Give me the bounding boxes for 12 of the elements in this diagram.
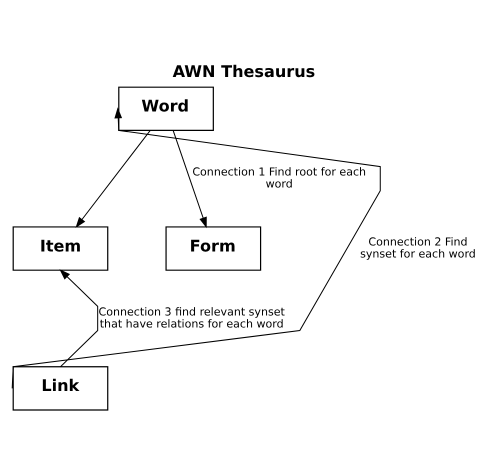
node-box: Link <box>12 366 108 410</box>
arrow <box>75 130 151 228</box>
edge-label: Connection 2 Find synset for each word <box>360 234 476 260</box>
edge-label: Connection 3 find relevant synset that have relations for each word <box>98 304 285 330</box>
arrow <box>172 130 207 228</box>
node-box: Form <box>165 226 262 270</box>
arrow <box>59 268 98 367</box>
node-box: Item <box>12 226 108 270</box>
node-box: Word <box>118 86 214 131</box>
diagram-title: AWN Thesaurus <box>172 61 316 80</box>
edge-label: Connection 1 Find root for each word <box>192 164 366 190</box>
arrow <box>12 106 381 388</box>
